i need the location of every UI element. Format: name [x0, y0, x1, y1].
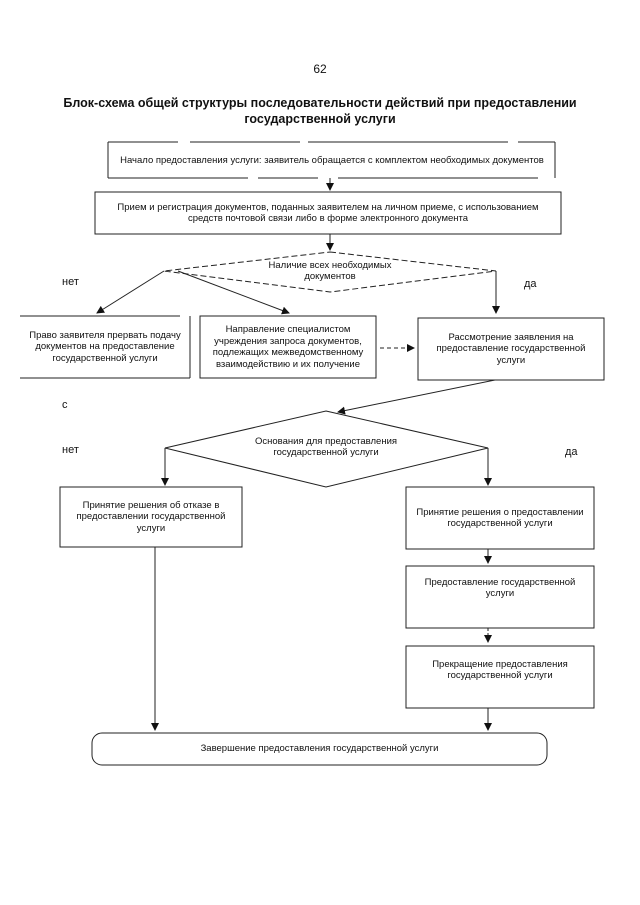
branch-label-yes-1: да: [524, 278, 537, 290]
refusal-text: Принятие решения об отказе в предоставле…: [76, 499, 226, 534]
reception-box: [94, 191, 562, 235]
right-to-stop-text: Право заявителя прервать подачу документ…: [29, 329, 181, 364]
review-box: [417, 317, 605, 381]
start-node-text: Начало предоставления услуги: заявитель …: [120, 155, 544, 167]
arrow-no-right-to-stop: [96, 270, 165, 314]
grant-decision-text: Принятие решения о предоставлении госуда…: [416, 506, 584, 530]
page-number: 62: [313, 62, 327, 76]
arrow-no-interagency: [177, 270, 290, 315]
stray-label: с: [62, 399, 68, 411]
branch-label-yes-2: да: [565, 446, 578, 458]
decision-docs-diamond: [163, 251, 497, 293]
branch-label-no-2: нет: [62, 444, 79, 456]
grant-decision-box: [405, 486, 595, 550]
reception-node-text: Прием и регистрация документов, поданных…: [117, 201, 539, 225]
refusal-box: [59, 486, 243, 548]
completion-box: [91, 732, 548, 766]
page-title: Блок-схема общей структуры последователь…: [63, 96, 577, 126]
decision-docs-text: Наличие всех необходимых документов: [268, 259, 392, 283]
decision-grounds-diamond: [164, 410, 489, 488]
interagency-text: Направление специалистом учреждения запр…: [212, 324, 364, 370]
branch-label-no-1: нет: [62, 276, 79, 288]
interagency-box: [199, 315, 377, 379]
decision-grounds-text: Основания для предоставления государстве…: [254, 435, 398, 459]
review-text: Рассмотрение заявления на предоставление…: [436, 331, 586, 366]
start-box: [107, 141, 556, 179]
completion-text: Завершение предоставления государственно…: [200, 743, 439, 755]
termination-text: Прекращение предоставления государственн…: [432, 658, 568, 682]
termination-box: [405, 645, 595, 709]
provision-text: Предоставление государственной услуги: [424, 576, 576, 600]
arrow-review-to-decision: [337, 379, 496, 415]
provision-box: [405, 565, 595, 629]
right-to-stop-box: [20, 315, 191, 379]
